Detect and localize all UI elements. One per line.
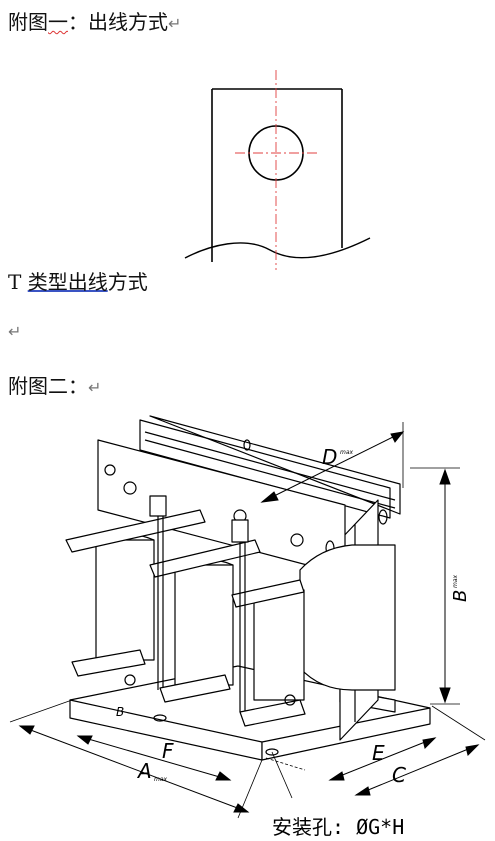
dim-label-d: D bbox=[322, 445, 337, 469]
coil-1 bbox=[95, 533, 155, 661]
paragraph-mark-icon: ↵ bbox=[88, 378, 102, 397]
dim-label-d-sub: max bbox=[340, 449, 354, 456]
dim-label-c: C bbox=[392, 763, 406, 787]
heading1-prefix: 附图 bbox=[8, 10, 48, 34]
heading1-underlined: 一 bbox=[48, 10, 68, 34]
mount-hole-label: 安装孔: ØG*H bbox=[272, 815, 404, 839]
dim-label-b: B bbox=[450, 590, 471, 602]
heading2-text: 附图二： bbox=[8, 374, 88, 398]
coil-3 bbox=[253, 544, 396, 701]
break-line bbox=[184, 237, 371, 259]
mount-slot bbox=[153, 714, 167, 722]
lower-terminals bbox=[71, 649, 306, 727]
terminal-outlet-drawing bbox=[184, 70, 371, 270]
dim-label-b-sub: max bbox=[452, 574, 459, 588]
heading-figure-1: 附图一：出线方式↵ bbox=[8, 6, 181, 35]
center-lines bbox=[235, 70, 318, 270]
paragraph-mark-icon: ↵ bbox=[168, 14, 182, 33]
coil-2 bbox=[174, 558, 234, 686]
dim-label-a: A bbox=[136, 759, 152, 783]
dim-label-a-sub: max bbox=[154, 776, 168, 783]
paragraph-mark-icon: ↵ bbox=[8, 322, 22, 341]
mount-slot bbox=[265, 748, 279, 756]
plate-mark: B bbox=[116, 705, 124, 719]
empty-paragraph: ↵ bbox=[8, 318, 21, 342]
caption-letter: T bbox=[8, 270, 28, 294]
heading-figure-2: 附图二：↵ bbox=[8, 370, 101, 399]
dim-label-e: E bbox=[372, 741, 385, 765]
caption-underlined: 类型出线 bbox=[27, 270, 108, 294]
figure-1-caption: T 类型出线方式 bbox=[8, 266, 148, 295]
heading1-suffix: ：出线方式 bbox=[68, 10, 168, 34]
dim-label-f: F bbox=[162, 739, 174, 763]
top-yoke bbox=[139, 415, 401, 519]
caption-rest: 方式 bbox=[107, 270, 148, 294]
upper-terminals bbox=[65, 495, 305, 712]
terminal-plate bbox=[211, 88, 343, 262]
